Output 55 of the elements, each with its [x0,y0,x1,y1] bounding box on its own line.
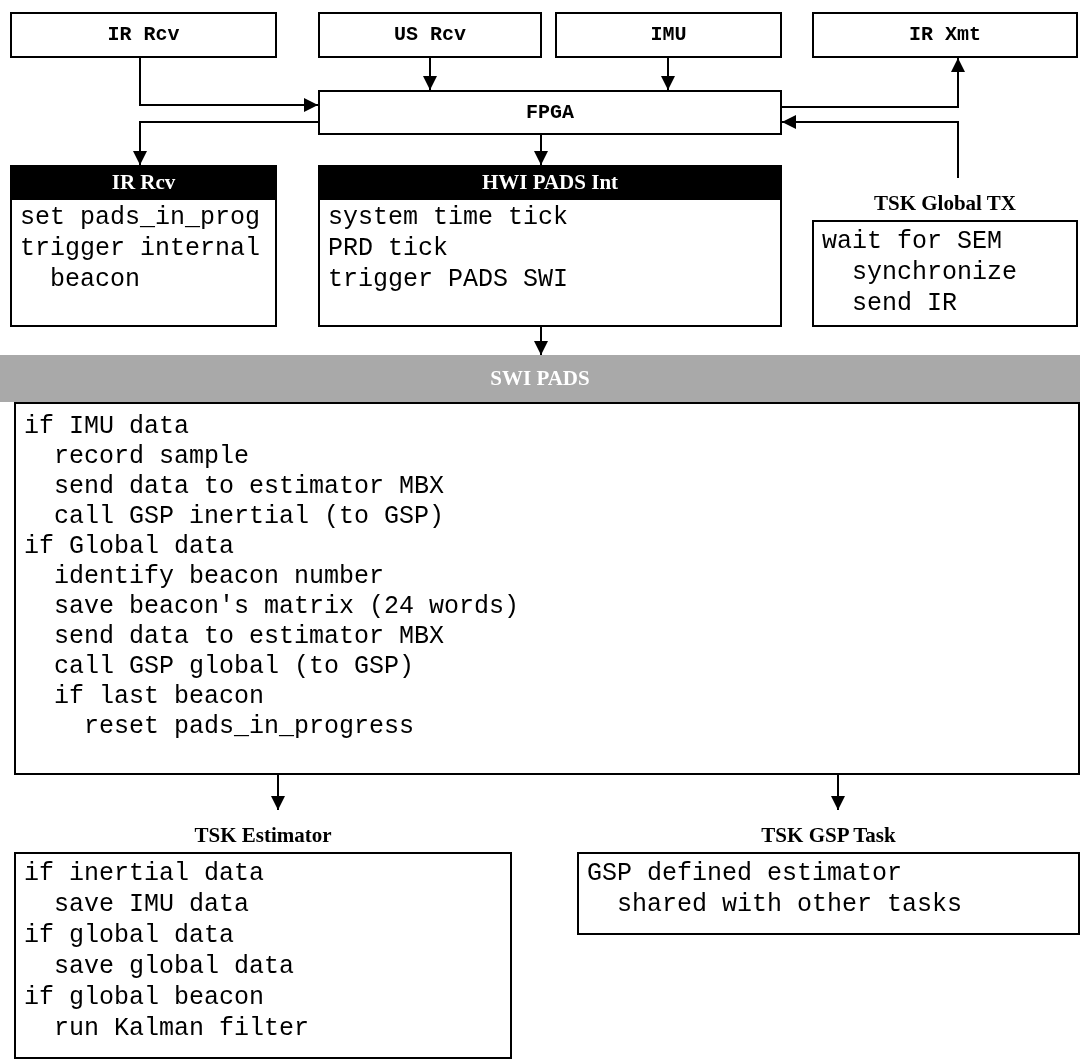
process-box [555,12,782,58]
box-title: TSK GSP Task [761,825,896,846]
header-bar: SWI PADS [0,355,1080,402]
box-label: IR Xmt [909,22,981,48]
arrow [133,121,319,166]
code-line: if inertial data [24,858,266,889]
code-line: save IMU data [53,889,251,920]
code-line: trigger internal beacon [20,233,262,295]
code-line: send data to estimator MBX [53,622,446,652]
arrow [661,57,675,91]
code-line: save global data [53,951,296,982]
code-line: GSP defined estimator [587,858,904,889]
code-line: system time tick [328,202,570,233]
code-line: send data to estimator MBX [53,472,446,502]
code-line: shared with other tasks [616,889,964,920]
code-line: synchronize [851,257,1019,288]
header-bar: HWI PADS Int [318,165,782,200]
code-line: PRD tick [328,233,450,264]
code-line: if global data [24,920,236,951]
process-box [318,12,542,58]
arrow [139,57,319,112]
code-line: if Global data [24,532,236,562]
code-box [10,165,277,327]
arrow [271,774,285,811]
code-line: wait for SEM [822,226,1004,257]
code-line: set pads_in_prog [20,202,262,233]
header-bar: IR Rcv [10,165,277,200]
code-line: reset pads_in_progress [83,712,416,742]
code-box [318,165,782,327]
arrow [534,134,548,166]
code-line: trigger PADS SWI [328,264,570,295]
arrow [781,115,959,179]
code-line: if last beacon [53,682,266,712]
arrow [534,326,548,356]
code-line: identify beacon number [53,562,386,592]
code-line: if IMU data [24,412,191,442]
box-label: IMU [650,22,687,48]
code-line: record sample [53,442,251,472]
box-label: US Rcv [394,22,466,48]
code-line: call GSP global (to GSP) [53,652,416,682]
code-line: run Kalman filter [53,1013,311,1044]
code-line: save beacon's matrix (24 words) [53,592,521,622]
box-label: FPGA [526,99,574,126]
arrow [831,774,845,811]
process-box [10,12,277,58]
code-line: call GSP inertial (to GSP) [53,502,446,532]
box-label: IR Rcv [107,22,180,48]
process-box [812,12,1078,58]
box-title: TSK Estimator [194,825,332,846]
process-box [318,90,782,135]
arrow [781,57,965,108]
box-title: TSK Global TX [874,193,1016,214]
code-line: if global beacon [24,982,266,1013]
arrow [423,57,437,91]
code-line: send IR [851,288,959,319]
